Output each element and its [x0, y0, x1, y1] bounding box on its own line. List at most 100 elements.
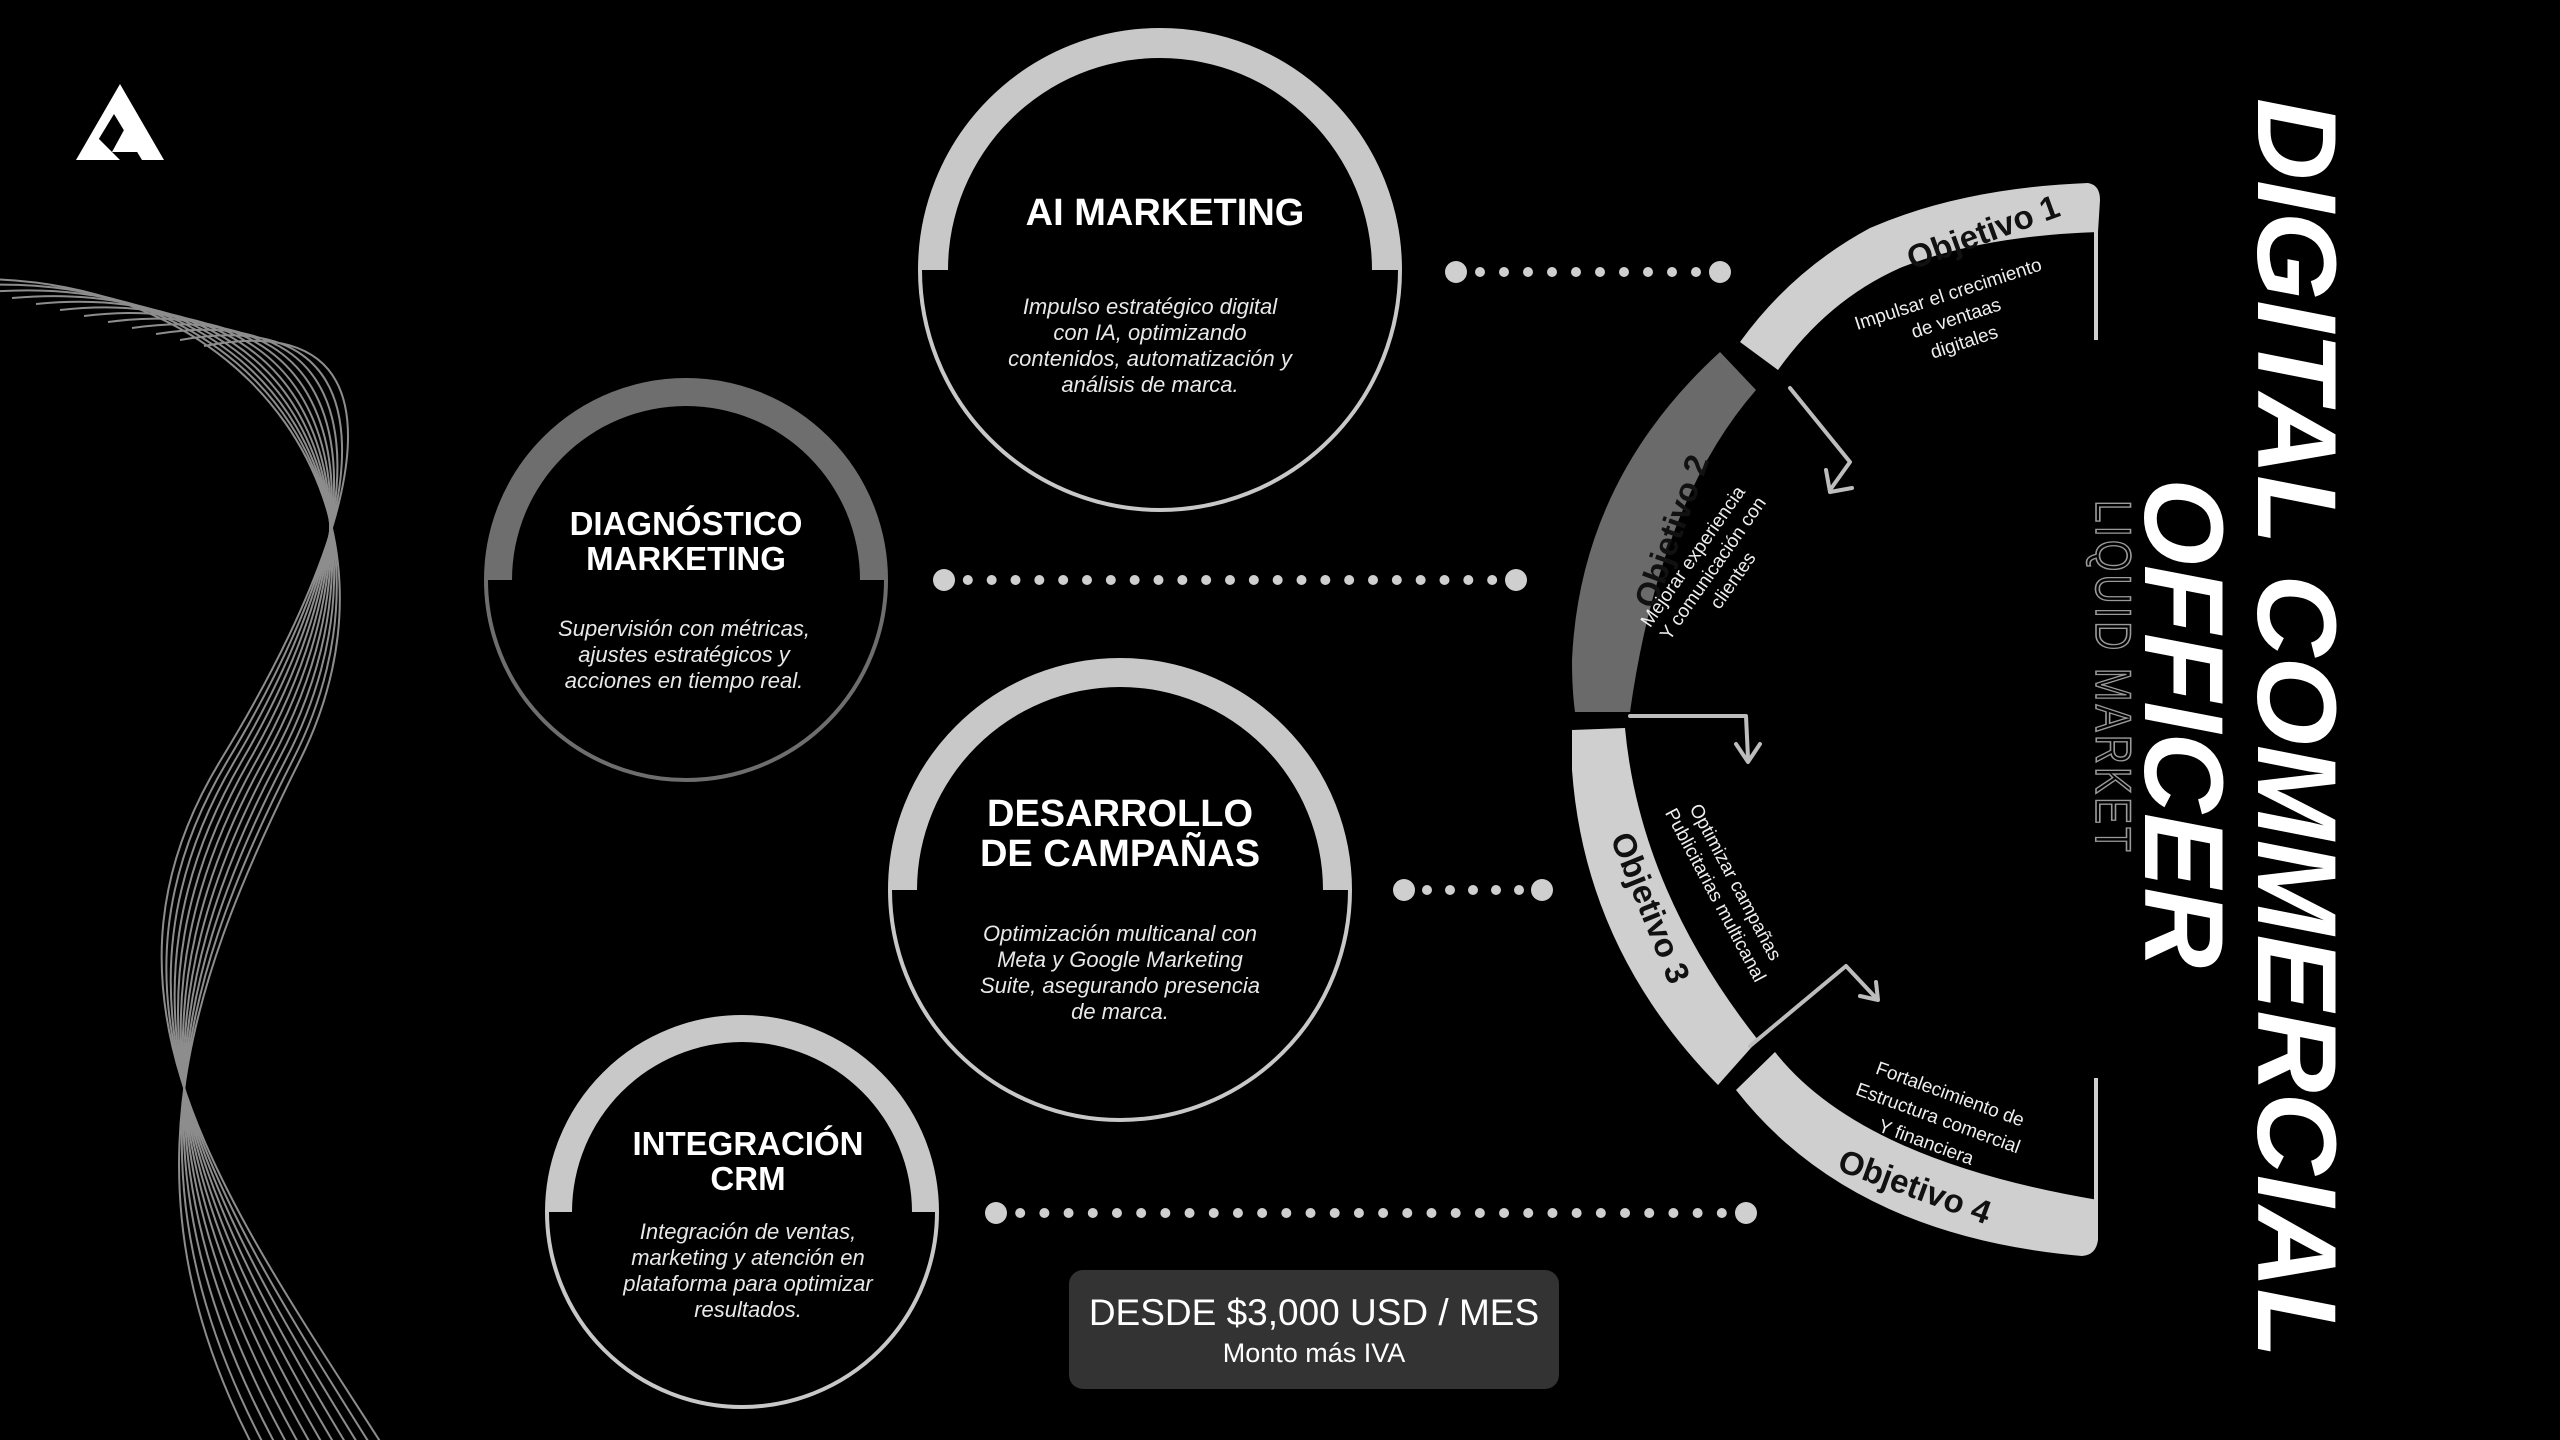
service-desc-line: análisis de marca.	[1061, 372, 1238, 397]
subtitle-liquid-market: LIQUID MARKET	[2085, 500, 2141, 855]
connector-dot	[1716, 1208, 1727, 1218]
service-desc-line: Integración de ventas,	[640, 1219, 856, 1244]
arrow-icon	[1628, 714, 1762, 764]
service-desc-line: acciones en tiempo real.	[565, 668, 803, 693]
service-desarrollo-campanas: DESARROLLO DE CAMPAÑAS Optimización mult…	[888, 658, 1352, 1122]
connector-dot	[1402, 1208, 1413, 1218]
connector-dot	[1491, 885, 1501, 895]
connector-dot	[1499, 1208, 1510, 1218]
connector-dot	[1010, 575, 1021, 585]
service-desc-line: Meta y Google Marketing	[997, 947, 1244, 972]
connector-dot	[1281, 1208, 1292, 1218]
connector-dot	[1063, 1208, 1074, 1218]
service-title: DESARROLLO	[987, 793, 1253, 835]
service-desc-line: ajustes estratégicos y	[578, 642, 792, 667]
connector-dot	[1426, 1208, 1437, 1218]
connector-dot	[1643, 267, 1653, 277]
objective-4-segment: Objetivo 4 Fortalecimiento de Estructura…	[1736, 1052, 2098, 1256]
connector-dot	[1153, 575, 1164, 585]
wave-line	[59, 306, 332, 1440]
connector-dot	[1257, 1208, 1268, 1218]
wave-line	[0, 283, 338, 1440]
connector-dot	[1232, 1208, 1243, 1218]
connector-dot	[1468, 885, 1478, 895]
connector-dot	[1201, 575, 1212, 585]
service-title: DE CAMPAÑAS	[980, 831, 1260, 875]
price-box: DESDE $3,000 USD / MES Monto más IVA	[1069, 1270, 1559, 1389]
flow-arrows	[1628, 386, 1880, 1048]
connector-dot	[1445, 261, 1467, 283]
connector-dot	[1368, 575, 1378, 585]
objective-2-segment: Objetivo 2 Mejorar experiencia Y comunic…	[1572, 352, 1771, 712]
connector-dot	[986, 575, 997, 585]
objective-1-segment: Objetivo 1 Impulsar el crecimiento de ve…	[1740, 183, 2100, 370]
connector-dot	[1668, 1208, 1679, 1218]
service-title: AI MARKETING	[1026, 192, 1305, 234]
connector-dot	[985, 1202, 1007, 1224]
connector-dot	[1475, 267, 1485, 277]
connector-dot	[1378, 1208, 1389, 1218]
service-desc-line: Optimización multicanal con	[983, 921, 1257, 946]
connector-dot	[1514, 885, 1524, 895]
connector-dot	[1619, 267, 1629, 277]
connector-dot	[1082, 575, 1092, 585]
arrow-icon	[1748, 964, 1880, 1048]
connector-dot	[1105, 575, 1116, 585]
connector-dot	[1644, 1208, 1655, 1218]
price-amount: DESDE $3,000 USD / MES	[1088, 1292, 1540, 1333]
connector-dot	[1184, 1208, 1195, 1218]
dotted-connectors	[933, 261, 1757, 1224]
page-title: DIGITAL COMMERCIAL	[2234, 98, 2359, 1358]
wave-line	[160, 339, 381, 1440]
service-desc-line: Suite, asegurando presencia	[980, 973, 1260, 998]
service-title: DIAGNÓSTICO	[570, 505, 803, 542]
service-title: INTEGRACIÓN	[633, 1125, 864, 1162]
arrow-icon	[1788, 386, 1854, 494]
wave-line	[155, 328, 357, 1440]
connector-dot	[962, 575, 973, 585]
connector-dot	[1296, 575, 1307, 585]
connector-dot	[1595, 1208, 1606, 1218]
wave-line	[0, 278, 341, 1440]
connector-dot	[1393, 879, 1415, 901]
connector-dot	[1208, 1208, 1219, 1218]
connector-dot	[1320, 575, 1331, 585]
service-desc-line: marketing y atención en	[631, 1245, 865, 1270]
price-note: Monto más IVA	[1222, 1338, 1406, 1368]
connector-dot	[933, 569, 955, 591]
service-integracion-crm: INTEGRACIÓN CRM Integración de ventas, m…	[545, 1015, 939, 1409]
service-desc-line: de marca.	[1071, 999, 1169, 1024]
connector-dot	[1344, 575, 1355, 585]
connector-dot	[1709, 261, 1731, 283]
service-desc-line: plataforma para optimizar	[622, 1271, 874, 1296]
service-desc-line: con IA, optimizando	[1053, 320, 1246, 345]
wave-line	[107, 317, 334, 1440]
page-title-line-2: OFFICER	[2121, 478, 2246, 968]
connector-dot	[1505, 569, 1527, 591]
connector-dot	[1620, 1208, 1631, 1218]
connector-dot	[1160, 1208, 1171, 1218]
connector-dot	[1058, 575, 1069, 585]
connector-dot	[1571, 1208, 1582, 1218]
connector-dot	[1523, 1208, 1534, 1218]
service-title: MARKETING	[586, 540, 786, 577]
objective-3-segment: Objetivo 3 Optimizar campañas Publicitar…	[1572, 728, 1785, 1085]
connector-dot	[1667, 267, 1677, 277]
connector-dot	[1136, 1208, 1147, 1218]
title-line-1: DIGITAL COMMERCIAL	[2234, 98, 2359, 1358]
connector-dot	[1353, 1208, 1364, 1218]
connector-dot	[1547, 267, 1557, 277]
service-desc-line: contenidos, automatización y	[1008, 346, 1294, 371]
title-line-2: OFFICER	[2121, 478, 2246, 968]
wave-line	[0, 289, 336, 1440]
connector-dot	[1450, 1208, 1461, 1218]
wave-line	[131, 323, 346, 1440]
connector-dot	[1034, 575, 1045, 585]
connector-dot	[1691, 267, 1701, 277]
connector-dot	[1248, 575, 1259, 585]
connector-dot	[1463, 575, 1474, 585]
connector-dot	[1474, 1208, 1485, 1218]
connector-dot	[1305, 1208, 1316, 1218]
connector-dot	[1571, 267, 1581, 277]
connector-dot	[1531, 879, 1553, 901]
